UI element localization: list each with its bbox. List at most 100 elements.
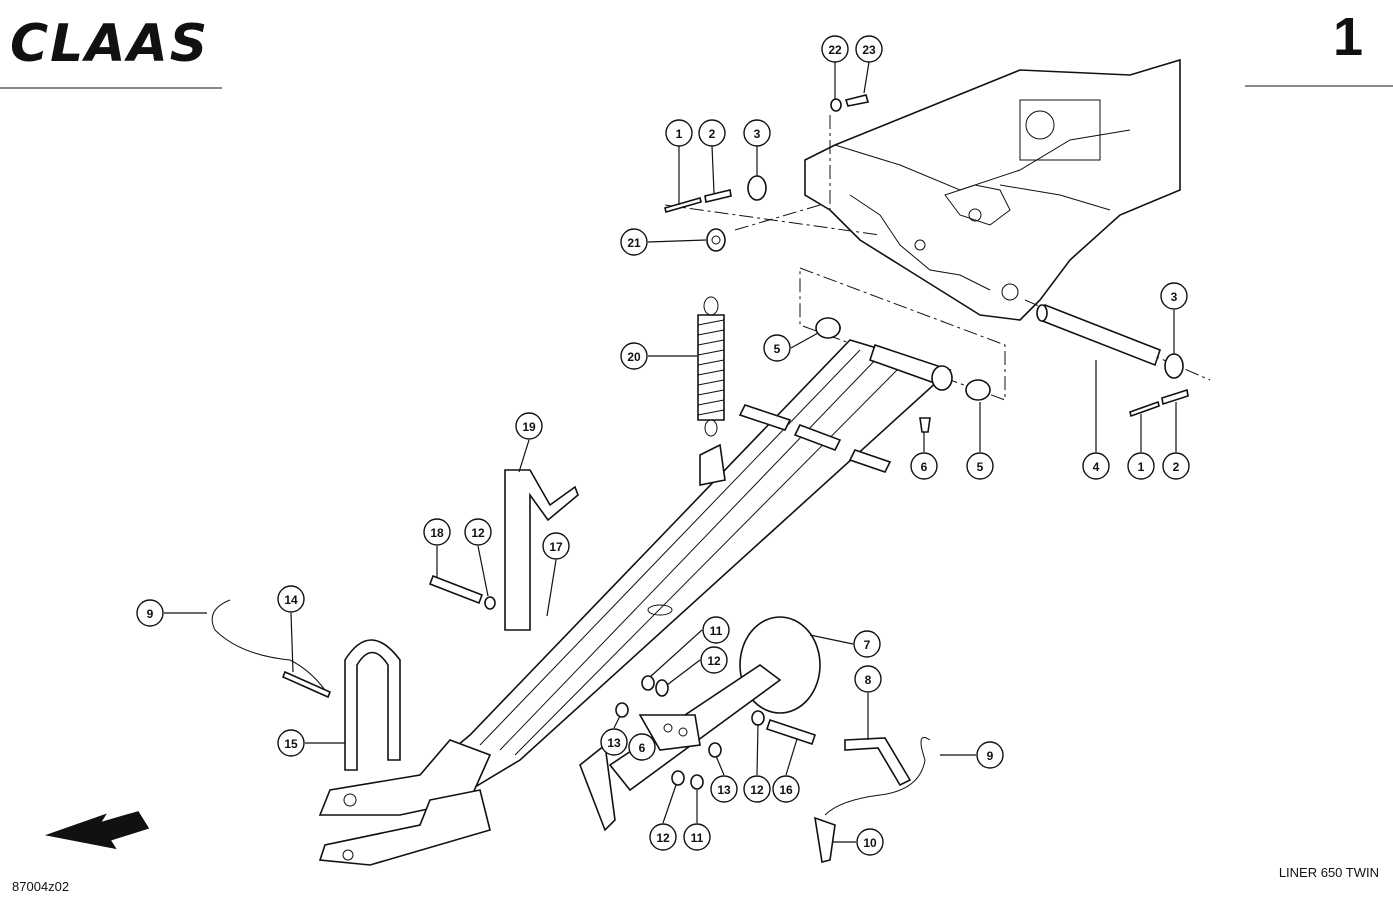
callout-20: 20 [620,342,648,370]
nut-part-13-right [708,742,722,758]
pin-part-4 [1036,303,1161,367]
callout-label: 15 [284,737,298,751]
callout-13: 13 [600,728,628,756]
callout-16: 16 [772,775,800,803]
callout-label: 12 [471,526,485,540]
callout-19: 19 [515,412,543,440]
support-hook-part-15 [344,639,401,771]
callout-label: 21 [627,236,641,250]
leader-lines [164,61,1177,843]
spring-pin-part-1-left [664,197,702,213]
callout-15: 15 [277,729,305,757]
callout-label: 1 [676,127,683,141]
callout-label: 9 [147,607,154,621]
sheet-number: 1 [1332,7,1363,67]
callout-7: 7 [853,630,881,658]
callout-2: 2 [1162,452,1190,480]
chassis-bracket [804,58,1181,321]
callout-label: 20 [627,350,641,364]
callout-label: 6 [921,460,928,474]
grease-nipple-part-6 [919,417,931,433]
callout-label: 23 [862,43,876,57]
washer-part-12-mid [751,710,765,726]
callout-2: 2 [698,119,726,147]
support-leg [579,664,782,832]
callout-18: 18 [423,518,451,546]
bolt-part-18 [428,574,484,605]
callout-label: 17 [549,540,563,554]
callout-label: 11 [691,831,704,845]
washer-part-12-upper-right [655,679,669,697]
callout-13: 13 [710,775,738,803]
callout-12: 12 [743,775,771,803]
lanyard-part-9-right [824,737,931,816]
callout-label: 9 [987,749,994,763]
roll-pin-part-2-right [1161,388,1189,406]
drawing-id: 87004z02 [12,879,70,894]
bolt-part-23 [844,94,870,107]
callout-label: 12 [656,831,670,845]
hitch-eye [318,739,492,866]
holder-part-19 [504,469,579,631]
linch-pin-part-14 [281,670,332,699]
bush-part-5-left [815,317,841,339]
callout-12: 12 [649,823,677,851]
washer-part-3-left [747,175,767,201]
callout-8: 8 [854,665,882,693]
travel-direction-arrow-icon [44,811,150,850]
callout-5: 5 [763,334,791,362]
callout-22: 22 [821,35,849,63]
callout-label: 13 [607,736,621,750]
svg-text:CLAAS: CLAAS [10,16,209,66]
washer-part-12-lower [671,770,685,786]
callout-10: 10 [856,828,884,856]
callout-6: 6 [910,452,938,480]
callout-label: 14 [284,593,298,607]
bolt-part-16 [765,718,817,746]
callout-label: 2 [709,127,716,141]
callout-9: 9 [976,741,1004,769]
callout-11: 11 [702,616,730,644]
washer-part-21 [706,228,726,252]
callout-4: 4 [1082,452,1110,480]
callout-label: 11 [710,624,723,638]
callout-label: 7 [864,638,871,652]
callout-label: 19 [522,420,536,434]
callout-12: 12 [464,518,492,546]
callout-label: 4 [1093,460,1100,474]
callout-14: 14 [277,585,305,613]
model-name: LINER 650 TWIN [1278,865,1379,880]
callout-label: 5 [774,342,781,356]
callout-12: 12 [700,646,728,674]
callout-label: 16 [779,783,793,797]
callout-label: 10 [863,836,877,850]
callout-label: 18 [430,526,444,540]
callout-label: 8 [865,673,872,687]
nut-part-13-left [615,702,629,718]
spring-pin-part-1-right [1129,400,1160,418]
callout-3: 3 [1160,282,1188,310]
callout-label: 5 [977,460,984,474]
pin-part-8 [844,737,912,787]
callout-label: 12 [750,783,764,797]
nut-part-11-lower [690,774,704,790]
callout-9: 9 [136,599,164,627]
washer-part-22 [830,98,842,112]
callout-label: 3 [1171,290,1178,304]
roll-pin-part-2-left [704,189,732,203]
callout-11: 11 [683,823,711,851]
lanyard-part-9-left [211,599,326,691]
claas-logo: CLAAS [10,16,209,66]
mount-outline [799,267,1006,401]
callout-label: 2 [1173,460,1180,474]
callout-label: 6 [639,741,646,755]
callout-6: 6 [628,733,656,761]
callout-5: 5 [966,452,994,480]
callout-23: 23 [855,35,883,63]
callout-3: 3 [743,119,771,147]
callout-label: 12 [707,654,721,668]
linch-pin-part-10 [813,816,836,863]
